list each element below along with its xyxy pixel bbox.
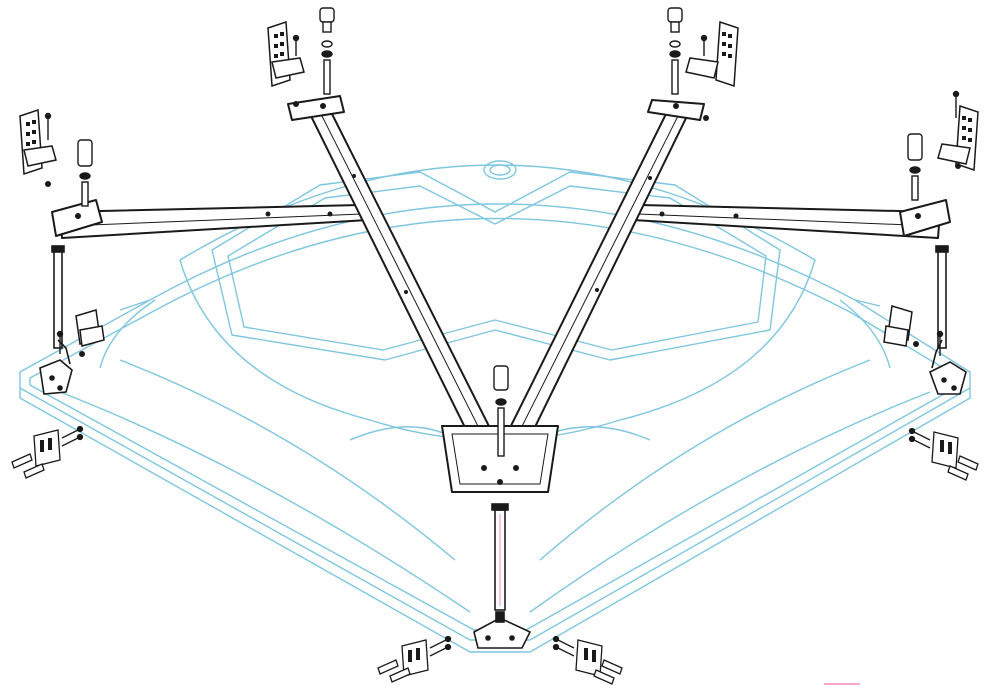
tub-skirt-right	[839, 299, 891, 369]
wall-bracket-icon	[19, 108, 57, 176]
bolt-icon	[936, 330, 944, 356]
bolt-icon	[292, 34, 300, 56]
tub-basin-ledge-inner	[227, 185, 767, 351]
wall-plug-icon	[908, 427, 979, 481]
tub-lower-contour-right	[529, 391, 931, 613]
tub-basin-ledge	[211, 171, 781, 361]
corner-bathtub-outline	[19, 160, 971, 653]
support-frame-beams	[51, 95, 951, 493]
wall-plug-icon	[11, 425, 84, 479]
wall-plug-icon	[377, 635, 452, 683]
beam-fasteners	[75, 103, 921, 485]
bolt-icon	[952, 90, 960, 118]
wall-plug-sets	[11, 425, 979, 685]
wall-bracket-icon	[75, 309, 105, 347]
tub-lower-contour-left	[59, 391, 471, 613]
tub-rim-inner-edge	[29, 217, 961, 631]
right-horizontal-beam	[631, 204, 941, 239]
left-top-plate	[287, 95, 345, 121]
tub-inner-floor-right	[539, 359, 871, 561]
tub-basin-wall	[179, 164, 816, 441]
tub-inner-floor-left	[119, 359, 456, 561]
tub-rim-step-left	[854, 299, 881, 307]
washers	[45, 101, 961, 357]
left-foot-pad	[39, 359, 73, 395]
wall-bracket-icon	[937, 104, 979, 172]
bolt-icon	[56, 330, 64, 354]
tub-bottom-lip	[19, 388, 971, 653]
adjustable-legs	[51, 245, 949, 611]
bolt-icon	[44, 112, 52, 140]
left-horizontal-beam	[59, 204, 369, 239]
wall-bracket-icon	[883, 305, 913, 347]
wall-bracket-icon	[685, 20, 739, 88]
bolt-icon	[493, 365, 509, 457]
bolt-icon	[907, 133, 923, 201]
right-top-plate	[647, 99, 705, 121]
bolt-icon	[667, 7, 683, 95]
bolt-icon	[77, 139, 93, 207]
bolts	[44, 7, 960, 457]
tub-outer-rim	[19, 203, 971, 641]
center-bottom-tray	[441, 425, 559, 493]
bolt-icon	[700, 34, 708, 56]
foot-pads	[39, 339, 967, 649]
wall-brackets	[19, 20, 979, 347]
bolt-icon	[319, 7, 335, 95]
right-foot-pad	[929, 361, 967, 395]
wall-plug-icon	[552, 635, 623, 685]
wall-bracket-icon	[267, 20, 305, 88]
right-beam-end-plate	[899, 199, 951, 237]
tub-rim-step-right	[119, 299, 151, 311]
tub-skirt-left	[99, 299, 156, 369]
tub-drain	[483, 160, 517, 180]
